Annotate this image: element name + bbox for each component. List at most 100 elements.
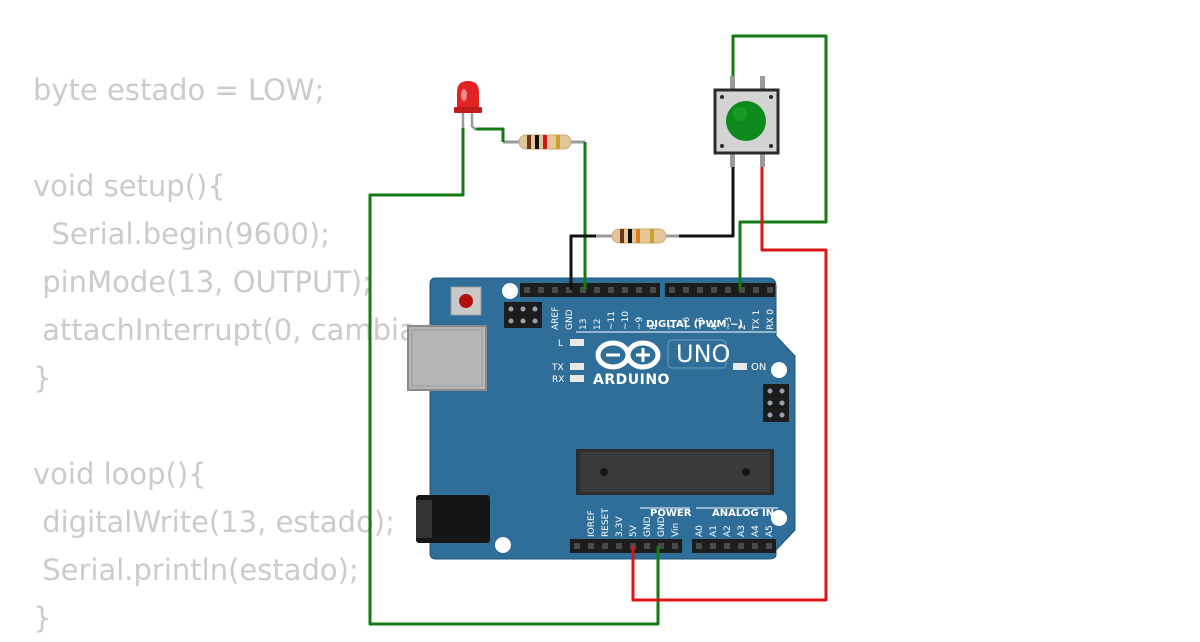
header-pin-hole[interactable] xyxy=(697,287,703,293)
code-line: pinMode(13, OUTPUT); xyxy=(33,265,373,299)
pin-label: GND xyxy=(565,309,575,330)
led-tx-label: TX xyxy=(551,363,564,373)
header-pin-hole[interactable] xyxy=(574,543,580,549)
header-pin-hole[interactable] xyxy=(658,543,664,549)
code-line: } xyxy=(33,361,52,395)
header-pin-hole[interactable] xyxy=(725,287,731,293)
pin-label: 13 xyxy=(579,319,589,330)
header-pin-hole[interactable] xyxy=(538,287,544,293)
pin-label: Vin xyxy=(671,523,681,537)
header-pin-hole[interactable] xyxy=(602,543,608,549)
pin-label: A5 xyxy=(765,525,775,537)
digital-label: DIGITAL (PWM ~) xyxy=(646,319,743,330)
led-on-label: ON xyxy=(751,362,766,373)
header-pin-hole[interactable] xyxy=(594,287,600,293)
push-button[interactable] xyxy=(713,76,780,167)
pin-label: 3.3V xyxy=(615,516,625,537)
pin-label: RX 0 xyxy=(766,309,776,330)
header-pin-hole[interactable] xyxy=(766,543,772,549)
led-highlight xyxy=(461,89,467,101)
pin-label: ~10 xyxy=(621,311,631,330)
digital-header-right[interactable] xyxy=(665,283,775,297)
header-pin-hole[interactable] xyxy=(650,287,656,293)
button-corner xyxy=(769,95,773,99)
infinity-icon xyxy=(595,340,661,370)
led-rx-icon xyxy=(570,375,584,382)
led-l-icon xyxy=(570,339,584,346)
header-pin-hole[interactable] xyxy=(644,543,650,549)
header-pin-hole[interactable] xyxy=(588,543,594,549)
pin-label: A0 xyxy=(695,525,705,537)
header-pin-hole[interactable] xyxy=(636,287,642,293)
pin-label: 7 xyxy=(668,324,678,330)
button-cap xyxy=(726,101,766,141)
microcontroller-chip xyxy=(576,449,774,495)
header-pin-hole[interactable] xyxy=(616,543,622,549)
mounting-hole xyxy=(495,537,511,553)
header-pin-hole[interactable] xyxy=(753,287,759,293)
header-pin-hole[interactable] xyxy=(710,543,716,549)
header-pin-hole[interactable] xyxy=(580,287,586,293)
led-tx-icon xyxy=(570,363,584,370)
header-pin-hole[interactable] xyxy=(767,287,773,293)
led-component[interactable] xyxy=(454,81,482,131)
pin-label: ~3 xyxy=(724,317,734,330)
power-jack xyxy=(416,495,490,543)
wire-button-pin2[interactable] xyxy=(731,34,828,290)
wire-resistor-button[interactable] xyxy=(679,167,735,238)
pin-label: ~5 xyxy=(696,317,706,330)
pin-label: 8 xyxy=(649,324,659,330)
wire-led-resistor[interactable] xyxy=(476,127,505,142)
button-corner xyxy=(720,144,724,148)
led-rim xyxy=(454,107,482,113)
led-bulb xyxy=(457,81,479,110)
resistor-button[interactable] xyxy=(596,228,679,244)
header-pin-hole[interactable] xyxy=(669,287,675,293)
wire-5v-button[interactable] xyxy=(631,167,828,602)
analog-label: ANALOG IN xyxy=(712,508,774,519)
code-line: void loop(){ xyxy=(33,457,207,491)
power-header[interactable] xyxy=(570,539,682,553)
code-listing: byte estado = LOW;void setup(){ Serial.b… xyxy=(33,66,417,642)
header-pin-hole[interactable] xyxy=(752,543,758,549)
brand-label: ARDUINO xyxy=(593,372,670,388)
led-rx-label: RX xyxy=(552,375,564,385)
pin-label: 4 xyxy=(710,324,720,330)
header-pin-hole[interactable] xyxy=(672,543,678,549)
button-cap-shine xyxy=(733,107,747,121)
usb-connector xyxy=(407,325,487,391)
header-pin-hole[interactable] xyxy=(724,543,730,549)
analog-header[interactable] xyxy=(692,539,776,553)
header-pin-hole[interactable] xyxy=(696,543,702,549)
led-l-label: L xyxy=(558,339,563,349)
model-label: UNO xyxy=(676,340,730,368)
header-pin-hole[interactable] xyxy=(566,287,572,293)
header-pin-hole[interactable] xyxy=(552,287,558,293)
header-pin-hole[interactable] xyxy=(738,543,744,549)
usb-connector-inner xyxy=(411,329,483,387)
power-label: POWER xyxy=(650,508,692,519)
pin-label: AREF xyxy=(551,307,561,330)
header-pin-hole[interactable] xyxy=(739,287,745,293)
code-line: attachInterrupt(0, cambia xyxy=(33,313,417,347)
pin-label: GND xyxy=(657,516,667,537)
code-line: Serial.begin(9600); xyxy=(33,217,331,251)
resistor-led[interactable] xyxy=(503,134,585,150)
header-pin-hole[interactable] xyxy=(524,287,530,293)
wire-led-gnd[interactable] xyxy=(368,128,660,626)
header-pin-hole[interactable] xyxy=(622,287,628,293)
icsp-header xyxy=(504,302,542,328)
code-line: } xyxy=(33,601,52,635)
header-pin-hole[interactable] xyxy=(683,287,689,293)
pin-label: RESET xyxy=(601,508,611,537)
pin-label: ~11 xyxy=(607,311,617,330)
led-on-icon xyxy=(733,363,747,370)
header-pin-hole[interactable] xyxy=(711,287,717,293)
header-pin-hole[interactable] xyxy=(608,287,614,293)
digital-header-left[interactable] xyxy=(520,283,660,297)
wire-button-gnd-resistor[interactable] xyxy=(569,234,596,290)
